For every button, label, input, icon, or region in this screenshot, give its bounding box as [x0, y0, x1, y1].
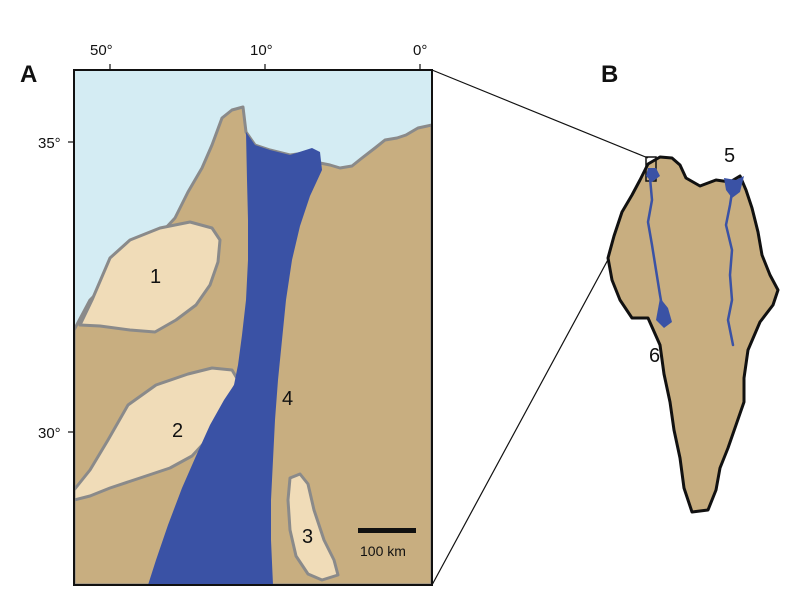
panel-a-label: A	[20, 61, 37, 88]
map-frame-a	[73, 69, 433, 586]
region-label-6: 6	[649, 345, 660, 367]
longitude-tick-0: 0°	[413, 42, 427, 59]
africa-map: 5 6	[606, 145, 780, 514]
graben-north	[646, 168, 660, 182]
latitude-tick-35: 35°	[38, 135, 61, 152]
river-east	[724, 184, 735, 347]
longitude-tick-10: 10°	[250, 42, 273, 59]
longitude-tick-50: 50°	[90, 42, 113, 59]
latitude-tick-30: 30°	[38, 425, 61, 442]
region-label-5: 5	[724, 145, 735, 167]
region-label-4: 4	[282, 388, 293, 410]
basin-3	[286, 472, 340, 582]
scale-bar-label: 100 km	[360, 543, 406, 559]
map-panel-a: 1 2 3 4 100 km	[68, 64, 433, 586]
delta-west	[656, 298, 672, 328]
africa-outline	[606, 155, 780, 514]
region-label-3: 3	[302, 526, 313, 548]
panel-b-label: B	[601, 61, 618, 88]
basin-1	[78, 220, 222, 334]
region-label-1: 1	[150, 266, 161, 288]
river-west	[646, 176, 665, 314]
zoom-leader-top	[431, 69, 649, 159]
scale-bar	[358, 528, 416, 533]
river-channel-4	[148, 132, 322, 585]
delta-east	[724, 176, 744, 198]
region-label-2: 2	[172, 420, 183, 442]
